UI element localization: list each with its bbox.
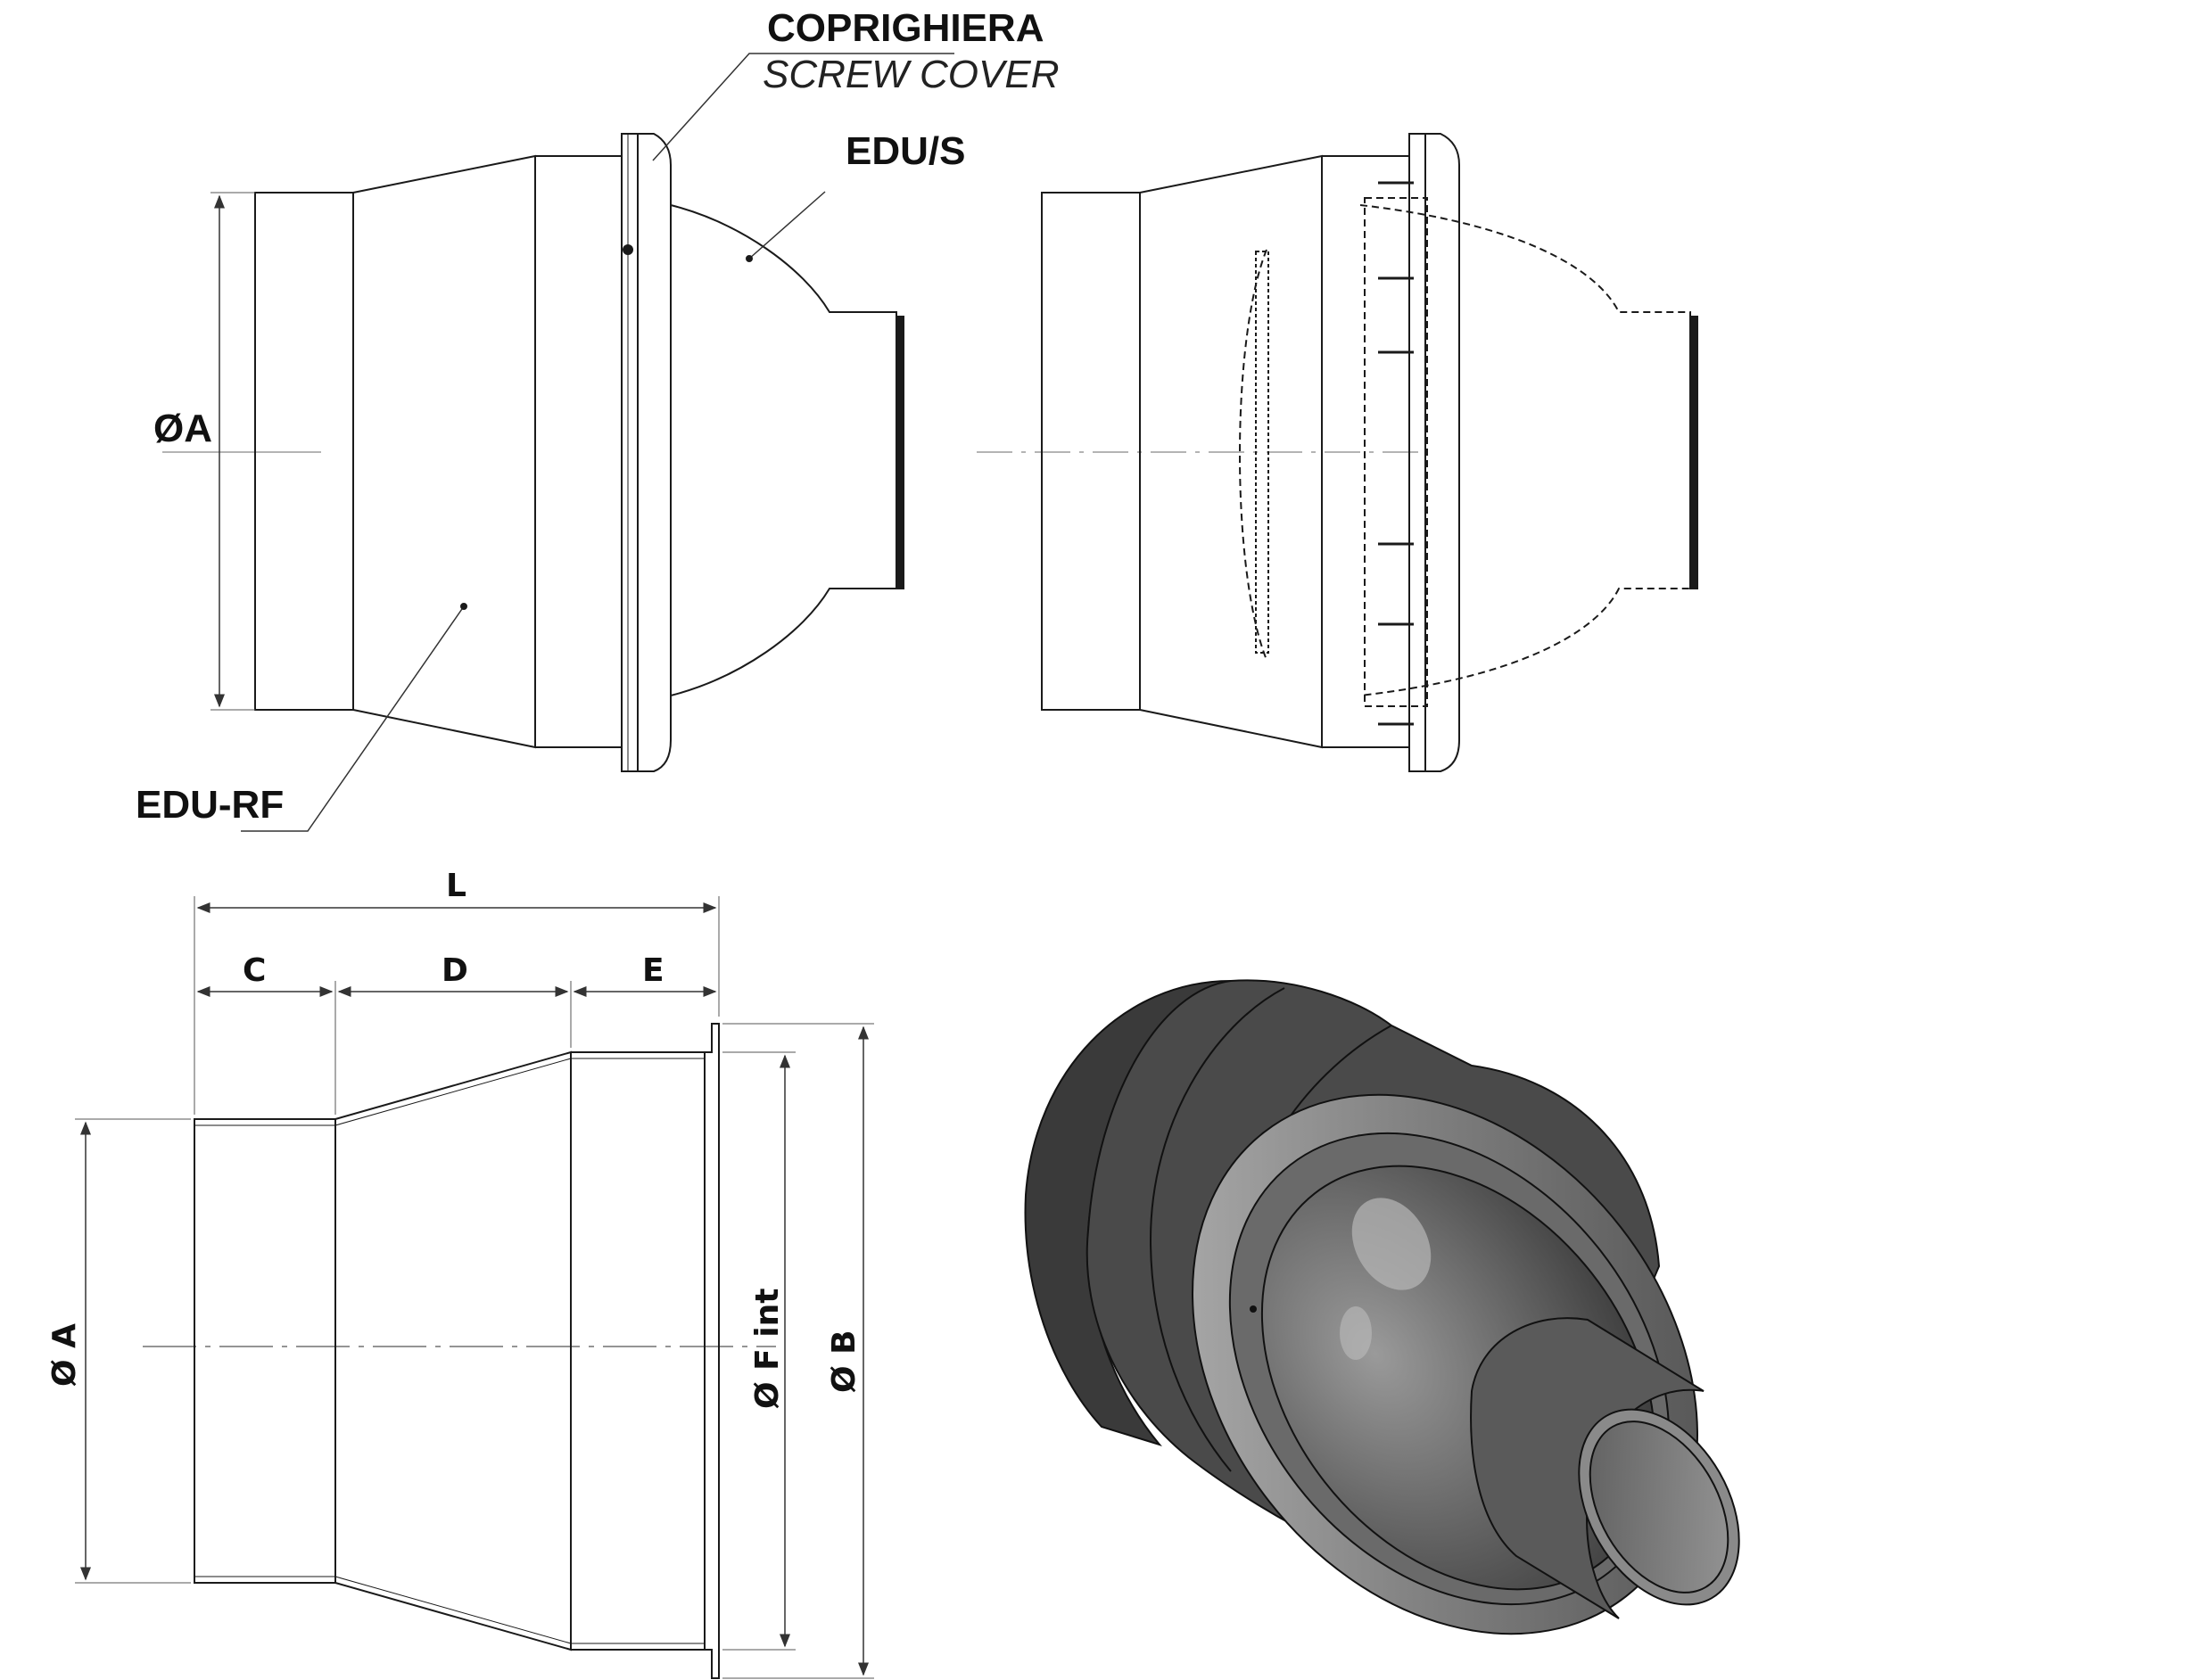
label-screw-cover-it: COPRIGHIERA [767, 6, 1044, 50]
outlet-collar [896, 316, 904, 589]
leader-edu-rf [241, 605, 465, 832]
inlet-sleeve [254, 192, 354, 711]
sleeve-c [194, 1118, 336, 1584]
dim-label-d: D [442, 952, 468, 989]
flange-bottom [705, 1023, 720, 1679]
screw-cover [638, 133, 672, 772]
body-e [571, 1051, 706, 1651]
dim-label-dia-f: Ø F int [749, 1289, 786, 1409]
dim-label-l: L [446, 868, 466, 904]
hidden-frame [1364, 197, 1428, 707]
leader-edu-s [748, 191, 826, 259]
reducer-cone [352, 154, 536, 749]
cone-d [334, 1050, 572, 1651]
flange-2 [1408, 133, 1426, 772]
dim-label-dia-b: Ø B [826, 1330, 863, 1393]
screws [1378, 181, 1414, 726]
label-screw-cover-en: SCREW COVER [763, 53, 1059, 96]
label-edu-rf: EDU-RF [136, 783, 284, 827]
outlet-collar-2 [1689, 316, 1698, 589]
hidden-dome [1359, 204, 1691, 696]
side-view-section [977, 133, 1698, 772]
label-dia-a-top: ØA [153, 407, 212, 450]
dim-label-e: E [642, 952, 665, 989]
inlet-sleeve-2 [1041, 192, 1141, 711]
dimensioned-view [75, 896, 874, 1679]
dome [670, 204, 897, 696]
dim-label-dia-a: Ø A [46, 1323, 83, 1387]
leader-screw-cover [652, 53, 954, 161]
side-view-assembled [162, 53, 954, 832]
body-cylinder [535, 155, 623, 748]
render-3d [1024, 979, 1740, 1635]
flange [621, 133, 639, 772]
dim-label-c: C [243, 952, 266, 989]
label-edu-s: EDU/S [846, 129, 965, 173]
